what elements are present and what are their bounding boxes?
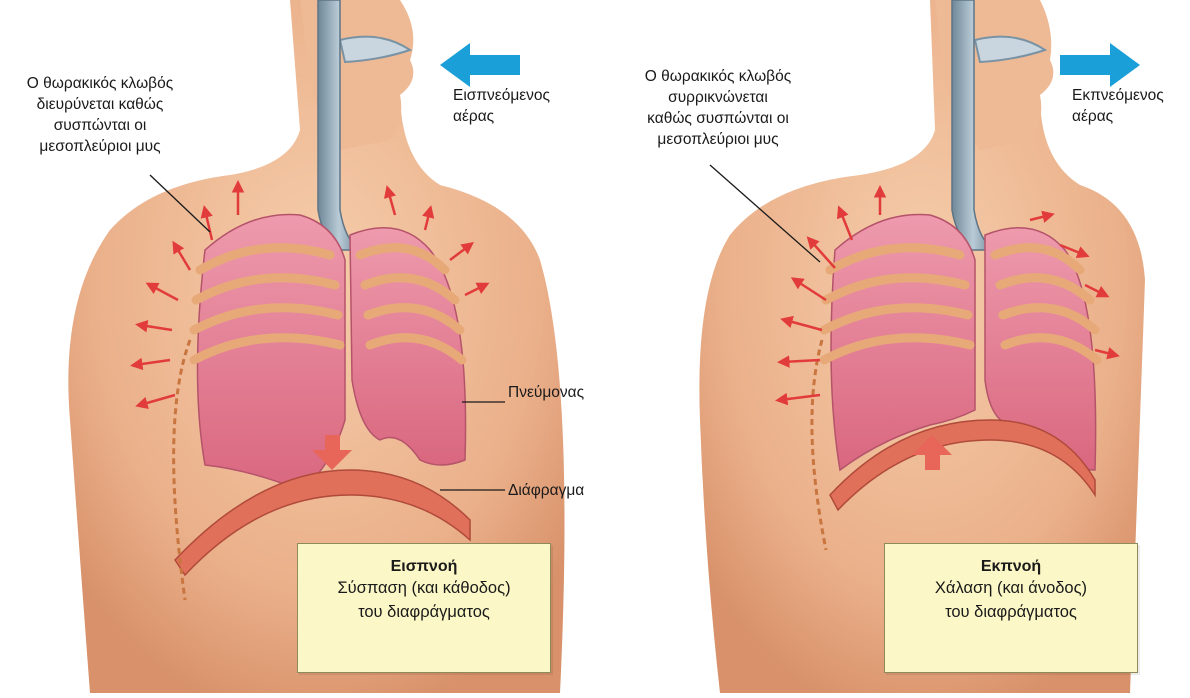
- rib-label-exhalation-line4: μεσοπλεύριοι μυς: [618, 129, 818, 150]
- caption-inhalation-line1: Σύσπαση (και κάθοδος): [298, 576, 550, 600]
- rib-label-inhalation-line2: διευρύνεται καθώς: [0, 94, 200, 115]
- air-label-exhalation: Εκπνεόμενος αέρας: [1072, 85, 1164, 127]
- caption-exhalation-line1: Χάλαση (και άνοδος): [885, 576, 1137, 600]
- caption-inhalation: Εισπνοή Σύσπαση (και κάθοδος) του διαφρά…: [297, 543, 551, 673]
- lung-label: Πνεύμονας: [508, 382, 584, 403]
- rib-label-exhalation: Ο θωρακικός κλωβός συρρικνώνεται καθώς σ…: [618, 66, 818, 150]
- caption-exhalation-line2: του διαφράγματος: [885, 600, 1137, 624]
- rib-label-exhalation-line1: Ο θωρακικός κλωβός: [618, 66, 818, 87]
- air-label-exhalation-line2: αέρας: [1072, 106, 1164, 127]
- exhale-arrow-icon: [1060, 43, 1140, 87]
- rib-label-inhalation-line1: Ο θωρακικός κλωβός: [0, 73, 200, 94]
- air-label-exhalation-line1: Εκπνεόμενος: [1072, 85, 1164, 106]
- rib-label-exhalation-line2: συρρικνώνεται: [618, 87, 818, 108]
- inhale-arrow-icon: [440, 43, 520, 87]
- caption-inhalation-title: Εισπνοή: [298, 558, 550, 576]
- caption-exhalation-title: Εκπνοή: [885, 558, 1137, 576]
- rib-label-inhalation: Ο θωρακικός κλωβός διευρύνεται καθώς συσ…: [0, 73, 200, 157]
- air-label-inhalation: Εισπνεόμενος αέρας: [453, 85, 550, 127]
- rib-label-exhalation-line3: καθώς συσπώνται οι: [618, 108, 818, 129]
- air-label-inhalation-line1: Εισπνεόμενος: [453, 85, 550, 106]
- caption-exhalation: Εκπνοή Χάλαση (και άνοδος) του διαφράγμα…: [884, 543, 1138, 673]
- air-label-inhalation-line2: αέρας: [453, 106, 550, 127]
- caption-inhalation-line2: του διαφράγματος: [298, 600, 550, 624]
- rib-label-inhalation-line4: μεσοπλεύριοι μυς: [0, 136, 200, 157]
- rib-label-inhalation-line3: συσπώνται οι: [0, 115, 200, 136]
- diaphragm-label: Διάφραγμα: [508, 480, 584, 501]
